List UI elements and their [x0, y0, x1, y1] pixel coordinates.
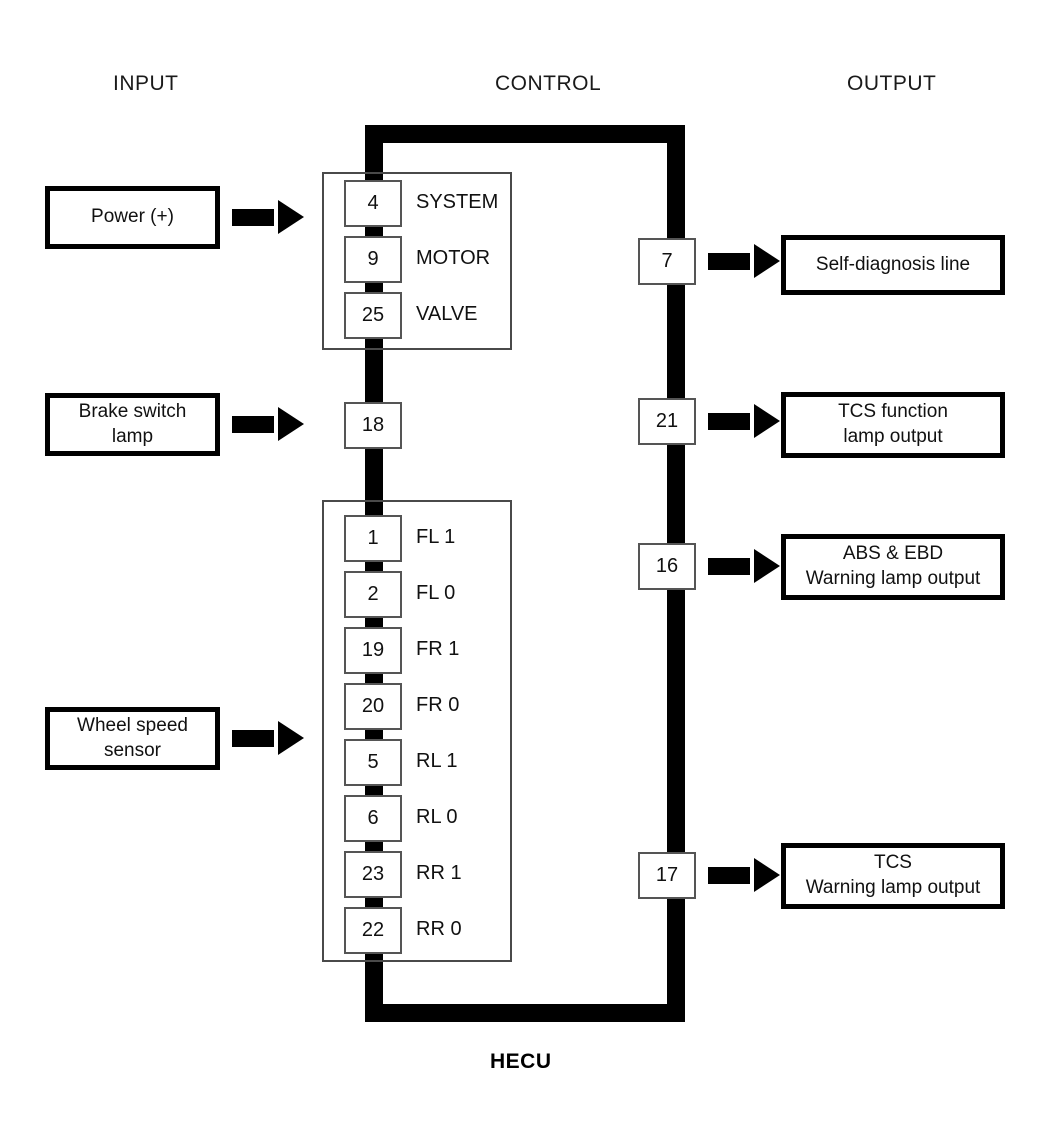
output-box-self-diagnosis-line[interactable]: Self-diagnosis line — [781, 235, 1005, 295]
output-arrow-tcs-function-lamp-output — [708, 404, 780, 438]
input-box-brake-switch-lamp[interactable]: Brake switch lamp — [45, 393, 220, 456]
output-arrow-self-diagnosis-line — [708, 244, 780, 278]
column-header-input: INPUT — [113, 72, 179, 95]
output-box-tcs-function-lamp-output[interactable]: TCS function lamp output — [781, 392, 1005, 458]
input-arrow-power — [232, 200, 304, 234]
arrow-head — [754, 244, 780, 278]
output-arrow-tcs-warning-lamp-output — [708, 858, 780, 892]
control-pin-6[interactable]: 6 — [344, 795, 402, 842]
output-pin-21[interactable]: 21 — [638, 398, 696, 445]
arrow-head — [754, 858, 780, 892]
control-pin-19[interactable]: 19 — [344, 627, 402, 674]
output-abs-ebd-warning-lamp-output-text: ABS & EBD Warning lamp output — [806, 542, 981, 591]
control-pin-label-2: FL 0 — [416, 581, 456, 604]
output-self-diagnosis-line-line: Self-diagnosis line — [815, 253, 971, 275]
control-pin-20[interactable]: 20 — [344, 683, 402, 730]
arrow-shaft — [232, 208, 274, 226]
control-pin-25[interactable]: 25 — [344, 292, 402, 339]
arrow-shaft — [708, 557, 750, 575]
output-arrow-abs-ebd-warning-lamp-output — [708, 549, 780, 583]
control-pin-label-25: VALVE — [416, 302, 478, 325]
input-arrow-wheel-speed-sensor — [232, 721, 304, 755]
column-header-output: OUTPUT — [847, 72, 937, 95]
control-pin-label-9: MOTOR — [416, 246, 491, 269]
control-pin-18[interactable]: 18 — [344, 402, 402, 449]
control-pin-4[interactable]: 4 — [344, 180, 402, 227]
power-supply-group — [322, 172, 512, 350]
control-pin-1[interactable]: 1 — [344, 515, 402, 562]
input-brake-switch-lamp-line: Brake switch — [78, 400, 187, 422]
output-box-tcs-warning-lamp-output[interactable]: TCS Warning lamp output — [781, 843, 1005, 909]
output-tcs-warning-lamp-output-line: TCS — [873, 852, 912, 874]
input-power-text: Power (+) — [91, 205, 174, 230]
arrow-head — [278, 721, 304, 755]
output-tcs-warning-lamp-output-line: Warning lamp output — [805, 877, 981, 898]
output-box-abs-ebd-warning-lamp-output[interactable]: ABS & EBD Warning lamp output — [781, 534, 1005, 600]
wheel-speed-sensor-group — [322, 500, 512, 962]
arrow-shaft — [708, 252, 750, 270]
arrow-shaft — [232, 415, 274, 433]
control-pin-23[interactable]: 23 — [344, 851, 402, 898]
output-pin-16[interactable]: 16 — [638, 543, 696, 590]
control-pin-22[interactable]: 22 — [344, 907, 402, 954]
output-pin-17[interactable]: 17 — [638, 852, 696, 899]
control-pin-9[interactable]: 9 — [344, 236, 402, 283]
control-pin-label-4: SYSTEM — [416, 190, 499, 213]
control-pin-label-5: RL 1 — [416, 749, 458, 772]
input-box-power[interactable]: Power (+) — [45, 186, 220, 249]
input-wheel-speed-sensor-text: Wheel speed sensor — [77, 714, 188, 763]
control-pin-label-22: RR 0 — [416, 917, 462, 940]
bus-bottom-bar — [365, 1004, 685, 1022]
input-wheel-speed-sensor-line: sensor — [103, 739, 162, 761]
arrow-head — [754, 404, 780, 438]
output-self-diagnosis-line-text: Self-diagnosis line — [816, 253, 970, 278]
control-pin-label-1: FL 1 — [416, 525, 456, 548]
hecu-caption: HECU — [490, 1050, 552, 1073]
arrow-shaft — [708, 866, 750, 884]
input-wheel-speed-sensor-line: Wheel speed — [77, 714, 188, 736]
output-tcs-function-lamp-output-text: TCS function lamp output — [838, 400, 948, 449]
control-pin-label-6: RL 0 — [416, 805, 458, 828]
input-arrow-brake-switch-lamp — [232, 407, 304, 441]
control-pin-label-23: RR 1 — [416, 861, 462, 884]
output-abs-ebd-warning-lamp-output-line: Warning lamp output — [805, 568, 981, 589]
control-pin-5[interactable]: 5 — [344, 739, 402, 786]
output-pin-7[interactable]: 7 — [638, 238, 696, 285]
arrow-shaft — [232, 729, 274, 747]
arrow-head — [754, 549, 780, 583]
output-tcs-warning-lamp-output-text: TCS Warning lamp output — [806, 851, 981, 900]
control-pin-2[interactable]: 2 — [344, 571, 402, 618]
column-header-control: CONTROL — [495, 72, 602, 95]
input-power-line: Power (+) — [91, 206, 174, 228]
arrow-head — [278, 200, 304, 234]
input-box-wheel-speed-sensor[interactable]: Wheel speed sensor — [45, 707, 220, 770]
arrow-head — [278, 407, 304, 441]
bus-top-bar — [365, 125, 685, 143]
input-brake-switch-lamp-line: lamp — [111, 425, 154, 447]
control-pin-label-19: FR 1 — [416, 637, 460, 660]
control-pin-label-20: FR 0 — [416, 693, 460, 716]
output-abs-ebd-warning-lamp-output-line: ABS & EBD — [842, 543, 944, 565]
input-brake-switch-lamp-text: Brake switch lamp — [79, 400, 187, 449]
arrow-shaft — [708, 412, 750, 430]
output-tcs-function-lamp-output-line: TCS function — [838, 401, 948, 423]
output-tcs-function-lamp-output-line: lamp output — [843, 426, 943, 447]
